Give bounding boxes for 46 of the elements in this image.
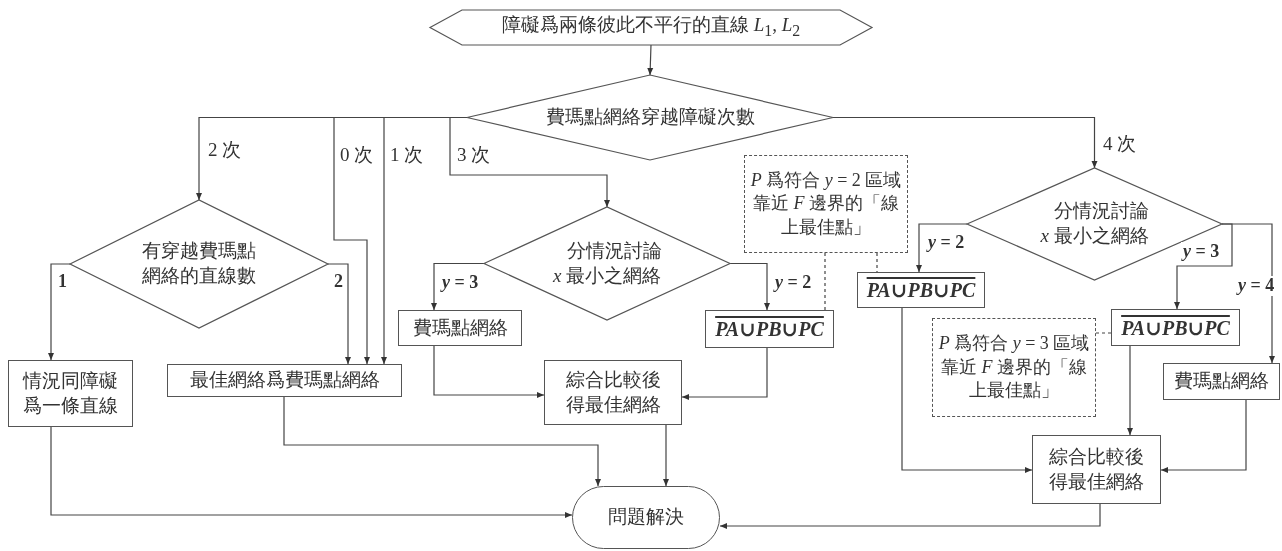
arrow xyxy=(449,116,610,208)
process-box: 費瑪點網絡 xyxy=(1163,363,1280,400)
arrow xyxy=(283,396,601,487)
process-box: PA∪PB∪PC xyxy=(1111,309,1240,346)
arrow xyxy=(1174,223,1233,310)
leader-line xyxy=(824,252,826,311)
leader-line xyxy=(1095,332,1112,334)
decision-diamond: 分情況討論 x 最小之網絡 xyxy=(484,207,730,320)
note-box: P 爲符合 y = 3 區域靠近 F 邊界的「線上最佳點」 xyxy=(932,318,1096,417)
arrow xyxy=(1127,345,1133,436)
decision-diamond: 有穿越費瑪點網絡的直線數 xyxy=(70,200,328,328)
arrow xyxy=(1221,223,1275,364)
arrow xyxy=(50,426,573,518)
note-box: P 爲符合 y = 2 區域靠近 F 邊界的「線上最佳點」 xyxy=(744,155,908,253)
process-box: PA∪PB∪PC xyxy=(705,310,834,348)
preparation-hexagon: 障礙爲兩條彼此不平行的直線 L$_{1}$, L$_{2}$ xyxy=(430,10,872,45)
process-box: 情況同障礙爲一條直線 xyxy=(8,360,133,427)
edge-label: 1 次 xyxy=(388,145,426,166)
terminal-shape: 問題解決 xyxy=(572,486,720,549)
arrow xyxy=(916,223,968,273)
process-box: 綜合比較後得最佳網絡 xyxy=(544,360,682,425)
edge-label: 3 次 xyxy=(455,145,493,166)
edge-label: y = 2 xyxy=(926,233,967,253)
edge-label: y = 2 xyxy=(773,273,814,293)
arrow xyxy=(901,307,1033,473)
arrow xyxy=(1160,399,1247,473)
arrow xyxy=(729,262,770,311)
arrow xyxy=(647,44,654,76)
process-box: PA∪PB∪PC xyxy=(857,272,985,308)
arrow xyxy=(663,424,669,487)
arrow xyxy=(327,263,351,365)
arrow xyxy=(681,347,768,400)
arrow xyxy=(431,262,485,311)
process-box: 最佳網絡爲費瑪點網絡 xyxy=(167,364,402,397)
edge-label: 2 次 xyxy=(206,140,244,161)
edge-label: y = 3 xyxy=(1181,242,1222,262)
process-box: 費瑪點網絡 xyxy=(398,310,522,346)
arrow xyxy=(832,116,1098,169)
edge-label: 0 次 xyxy=(338,145,376,166)
edge-label: 4 次 xyxy=(1101,134,1139,155)
process-box: 綜合比較後得最佳網絡 xyxy=(1032,435,1161,504)
edge-label: y = 3 xyxy=(440,273,481,293)
arrow xyxy=(433,345,545,398)
arrow xyxy=(48,263,71,361)
edge-label: y = 4 xyxy=(1236,276,1277,296)
arrow xyxy=(719,503,1101,529)
